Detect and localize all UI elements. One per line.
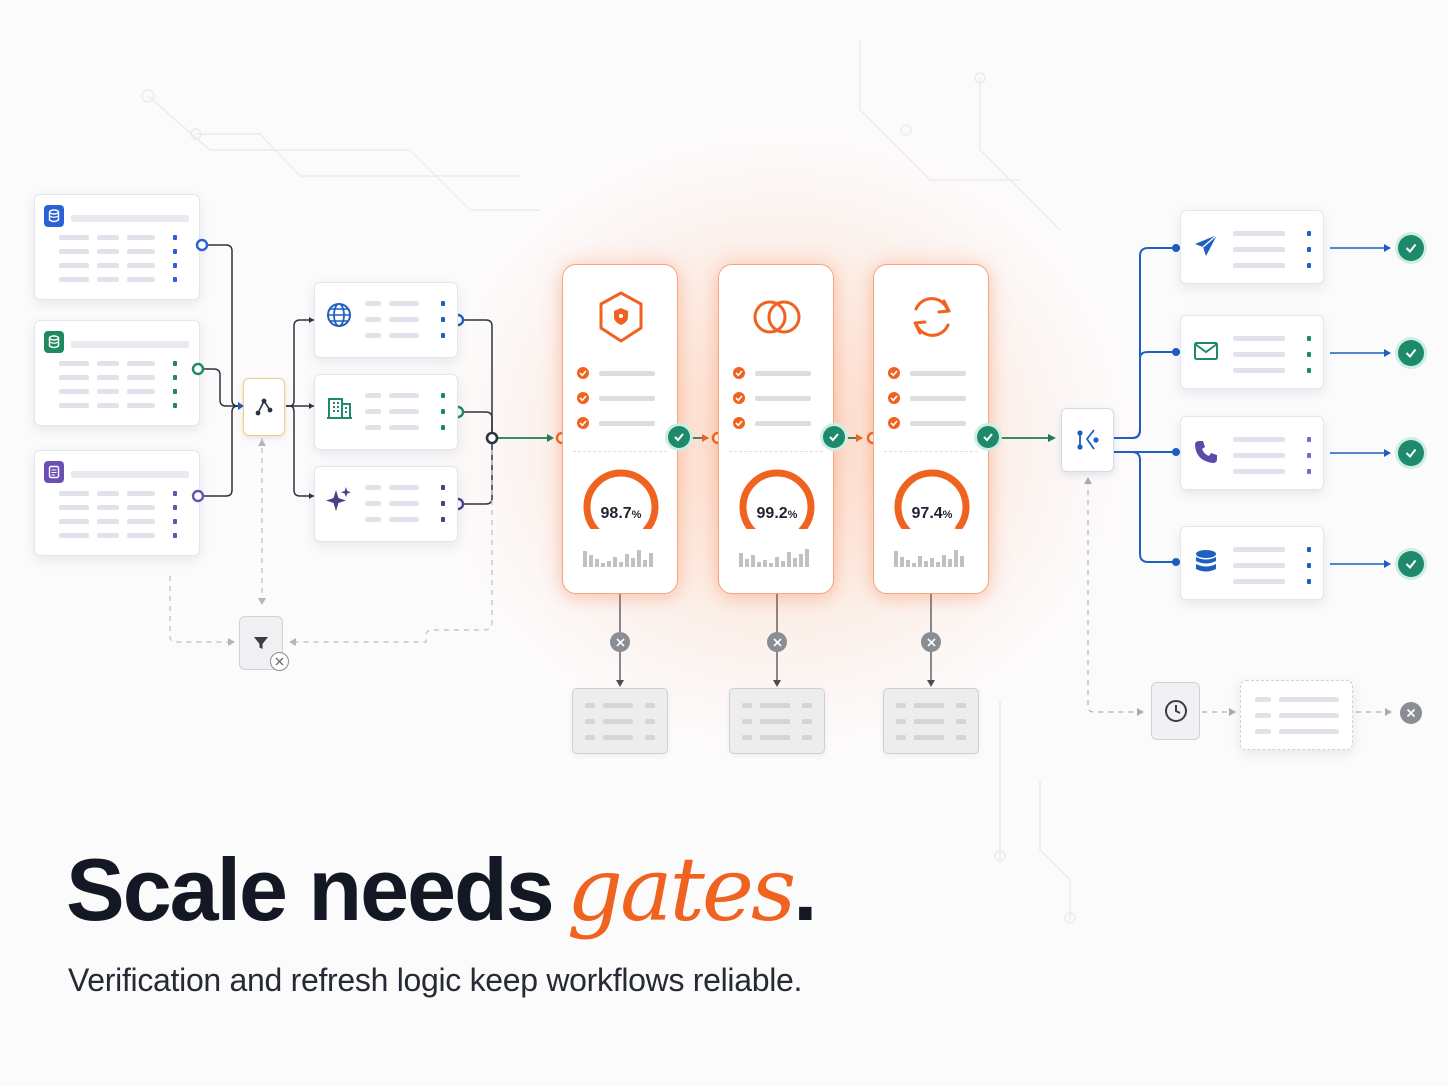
- gate-checklist: [577, 367, 655, 429]
- headline-accent: gates: [566, 838, 796, 941]
- source-card-spreadsheet[interactable]: [34, 320, 200, 426]
- delivered-check-icon: [1398, 440, 1424, 466]
- globe-icon: [327, 303, 351, 327]
- source-card-database[interactable]: [34, 194, 200, 300]
- refresh-icon: [913, 297, 951, 337]
- enrichment-card-web[interactable]: [314, 282, 458, 358]
- reject-icon: [921, 632, 941, 652]
- gate-checklist: [733, 367, 811, 429]
- gate-score: 97.4%: [911, 505, 953, 522]
- enrichment-card-company[interactable]: [314, 374, 458, 450]
- sparkle-icon: [326, 487, 351, 511]
- queued-records-card[interactable]: [1240, 680, 1353, 750]
- reject-icon: [610, 632, 630, 652]
- document-icon: [44, 461, 64, 483]
- headline-period: .: [793, 840, 817, 939]
- score-sparkline: [894, 550, 964, 567]
- shield-icon: [599, 291, 643, 343]
- source-card-document[interactable]: [34, 450, 200, 556]
- merge-icon: [255, 398, 273, 416]
- mail-icon: [1194, 342, 1218, 360]
- gate-divider: [729, 451, 823, 452]
- schedule-node[interactable]: [1151, 682, 1200, 740]
- pass-check-icon: [668, 426, 690, 448]
- score-sparkline: [739, 549, 809, 567]
- gate-divider: [573, 451, 667, 452]
- delivered-check-icon: [1398, 235, 1424, 261]
- gate-divider: [884, 451, 978, 452]
- pass-check-icon: [823, 426, 845, 448]
- gate-card-refresh[interactable]: 97.4%: [873, 264, 989, 594]
- database-icon: [1196, 550, 1216, 572]
- overlap-circles-icon: [753, 300, 801, 334]
- score-gauge: [583, 469, 659, 529]
- phone-icon: [1195, 441, 1217, 463]
- delivered-check-icon: [1398, 551, 1424, 577]
- output-card-database[interactable]: [1180, 526, 1324, 600]
- pass-check-icon: [977, 426, 999, 448]
- merge-router[interactable]: [243, 378, 285, 436]
- rejected-records-bin[interactable]: [729, 688, 825, 754]
- distribution-router[interactable]: [1061, 408, 1114, 472]
- enrichment-card-ai[interactable]: [314, 466, 458, 542]
- output-card-outreach[interactable]: [1180, 210, 1324, 284]
- score-gauge: [894, 469, 970, 529]
- filter-icon: [254, 637, 268, 649]
- output-card-phone[interactable]: [1180, 416, 1324, 490]
- database-icon: [44, 205, 64, 227]
- filter-reject-icon: [270, 652, 289, 671]
- headline-main: Scale needs: [66, 840, 555, 939]
- expired-reject-icon: [1400, 702, 1422, 724]
- spreadsheet-icon: [44, 331, 64, 353]
- score-sparkline: [583, 550, 653, 567]
- send-icon: [1195, 234, 1218, 256]
- gate-checklist: [888, 367, 966, 429]
- output-card-email[interactable]: [1180, 315, 1324, 389]
- rejected-records-bin[interactable]: [572, 688, 668, 754]
- gate-card-verification[interactable]: 98.7%: [562, 264, 678, 594]
- gate-score: 98.7%: [600, 505, 642, 522]
- building-icon: [327, 398, 352, 419]
- gate-score: 99.2%: [756, 505, 798, 522]
- rejected-records-bin[interactable]: [883, 688, 979, 754]
- subheadline: Verification and refresh logic keep work…: [68, 962, 803, 998]
- score-gauge: [739, 469, 815, 529]
- gate-card-deduplication[interactable]: 99.2%: [718, 264, 834, 594]
- branch-icon: [1076, 429, 1099, 450]
- reject-icon: [767, 632, 787, 652]
- clock-icon: [1164, 700, 1187, 722]
- delivered-check-icon: [1398, 340, 1424, 366]
